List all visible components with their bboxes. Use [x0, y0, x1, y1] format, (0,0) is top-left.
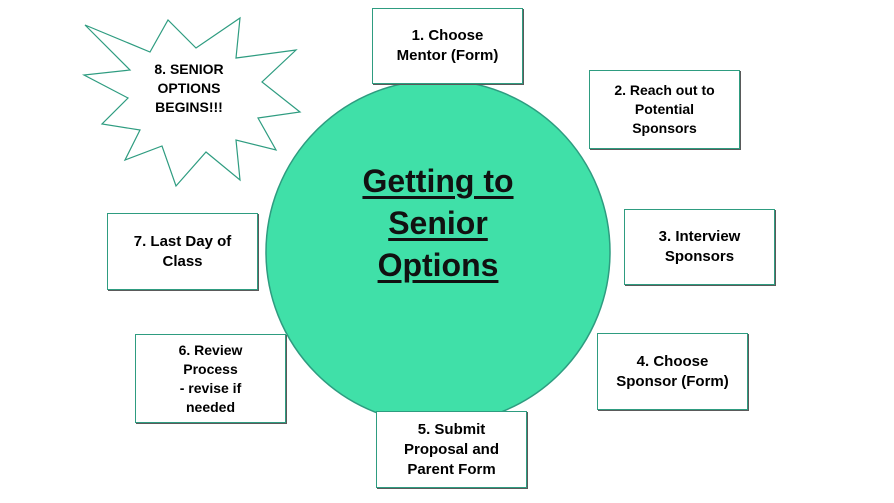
hub-title: Getting to Senior Options	[362, 163, 514, 283]
step-7-box: 7. Last Day of Class	[107, 213, 258, 290]
step-3-box: 3. Interview Sponsors	[624, 209, 775, 285]
step-1-box: 1. Choose Mentor (Form)	[372, 8, 523, 84]
step-6-box: 6. Review Process - revise if needed	[135, 334, 286, 423]
step-4-box: 4. Choose Sponsor (Form)	[597, 333, 748, 410]
step-2-box: 2. Reach out to Potential Sponsors	[589, 70, 740, 149]
starburst-shape	[81, 16, 302, 188]
step-5-box: 5. Submit Proposal and Parent Form	[376, 411, 527, 488]
step-8-label: 8. SENIOR OPTIONS BEGINS!!!	[154, 61, 224, 115]
